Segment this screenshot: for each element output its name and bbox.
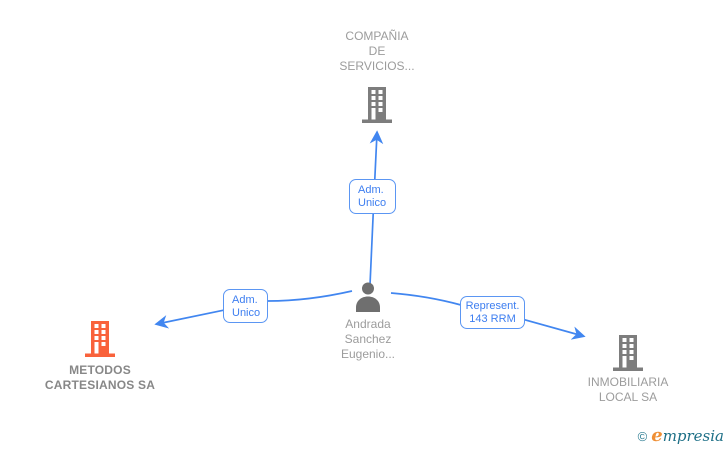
edge-person-to-company-left — [154, 290, 353, 329]
node-company-left[interactable]: METODOS CARTESIANOS SA — [20, 319, 180, 393]
edge-label-adm-unico-top: Adm. Unico — [349, 179, 396, 214]
company-top-label: COMPAÑIA DE SERVICIOS... — [339, 29, 415, 73]
node-company-right[interactable]: INMOBILIARIA LOCAL SA — [558, 333, 698, 405]
edge-label-adm-unico-left: Adm. Unico — [223, 289, 268, 323]
building-icon — [611, 333, 645, 371]
company-left-label: METODOS CARTESIANOS SA — [44, 363, 156, 392]
copyright-icon: © — [637, 429, 648, 444]
node-company-top[interactable]: COMPAÑIA DE SERVICIOS... — [317, 29, 437, 123]
empresia-logo[interactable]: ©empresia — [638, 427, 724, 446]
building-icon — [83, 319, 117, 357]
brand-text: mpresia — [662, 427, 724, 445]
edge-label-represent-143-rrm: Represent. 143 RRM — [460, 296, 525, 329]
company-right-label: INMOBILIARIA LOCAL SA — [587, 375, 669, 404]
building-icon — [360, 85, 394, 123]
brand-initial: e — [651, 425, 663, 446]
node-person[interactable]: Andrada Sanchez Eugenio... — [308, 281, 428, 362]
person-label: Andrada Sanchez Eugenio... — [340, 317, 396, 361]
person-icon — [352, 281, 384, 313]
